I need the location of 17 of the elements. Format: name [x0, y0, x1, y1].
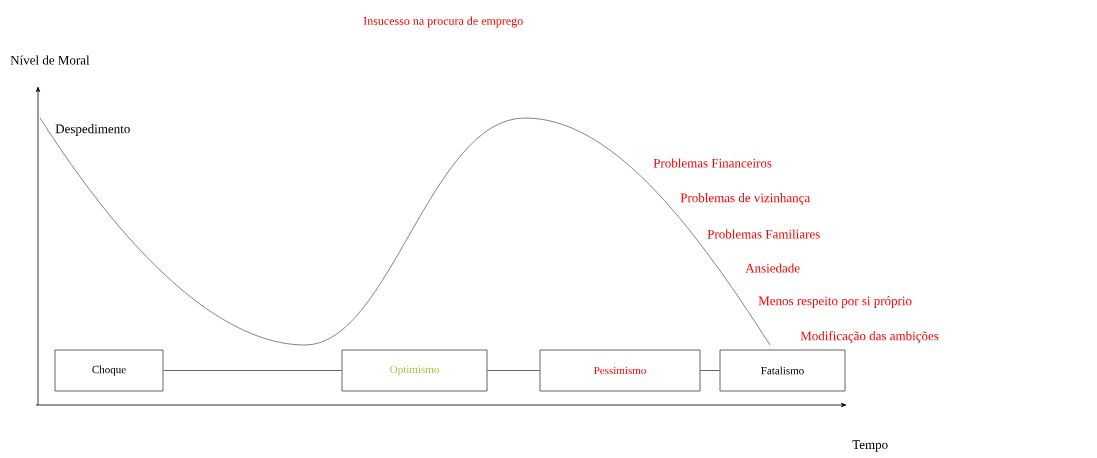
text-label: Tempo	[852, 440, 888, 452]
text-label: Problemas Financeiros	[653, 158, 772, 168]
text-label: Ansiedade	[745, 263, 800, 273]
text-label: Problemas Familiares	[707, 229, 820, 239]
stage-box: Optimismo	[341, 349, 488, 392]
text-label: Modificação das ambições	[800, 331, 939, 343]
text-label: Problemas de vizinhança	[680, 193, 810, 205]
connector-line	[700, 370, 720, 371]
text-label: Despedimento	[55, 124, 130, 136]
text-label: Insucesso na procura de emprego	[363, 16, 523, 28]
text-label: Nível de Moral	[10, 55, 90, 65]
text-label: Menos respeito por si próprio	[758, 296, 912, 308]
connector-line	[487, 370, 540, 371]
stage-box: Fatalismo	[719, 349, 846, 392]
stage-box: Choque	[54, 349, 164, 392]
stage-box: Pessimismo	[539, 349, 701, 392]
connector-line	[163, 370, 342, 371]
